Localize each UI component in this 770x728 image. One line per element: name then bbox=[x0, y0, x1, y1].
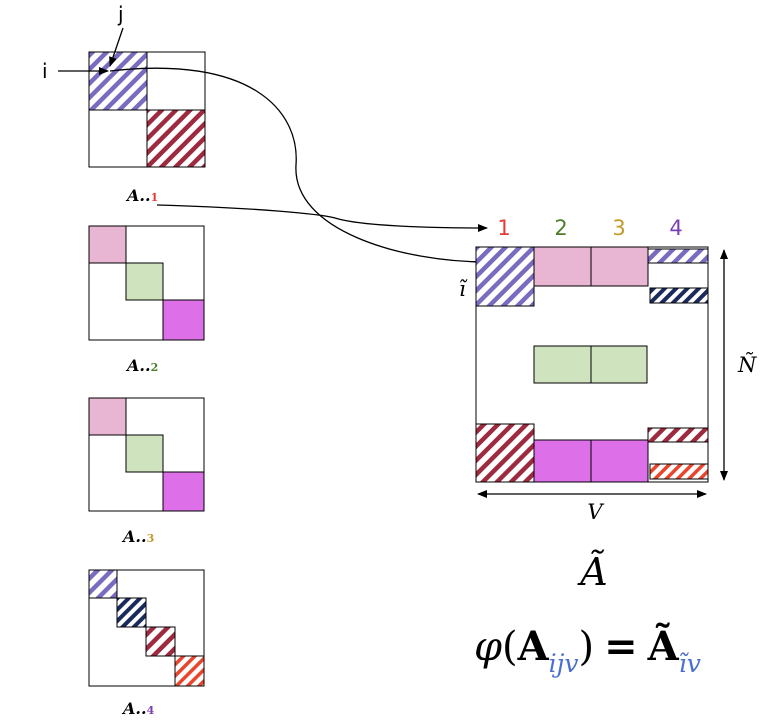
column-label-1: 1 bbox=[497, 216, 510, 240]
column-label-4: 4 bbox=[669, 216, 682, 240]
matrix-a4 bbox=[88, 569, 205, 687]
tilde-block-top-1 bbox=[475, 246, 535, 307]
matrix-a4-block-4 bbox=[174, 655, 205, 687]
formula-close: ) bbox=[579, 624, 595, 670]
matrix-a1 bbox=[88, 51, 206, 168]
tilde-block-bot-2 bbox=[533, 439, 592, 483]
tilde-block-bot-4b bbox=[649, 463, 709, 480]
formula-a: A bbox=[517, 623, 550, 670]
matrix-a4-block-3 bbox=[145, 626, 176, 657]
matrix-a3-block-2 bbox=[125, 434, 164, 473]
label-j: j bbox=[117, 2, 124, 26]
column-label-3: 3 bbox=[612, 216, 625, 240]
formula-open: ( bbox=[502, 624, 518, 670]
matrix-label-4: A..4 bbox=[121, 699, 155, 718]
matrix-a3-block-3 bbox=[162, 471, 205, 512]
label-v: V bbox=[587, 500, 604, 524]
matrix-a-tilde bbox=[475, 246, 709, 483]
tilde-block-mid-3 bbox=[590, 345, 648, 384]
column-label-2: 2 bbox=[554, 216, 567, 240]
matrix-a3 bbox=[88, 397, 205, 512]
matrix-a2 bbox=[88, 225, 205, 341]
label-i-tilde: ĩ bbox=[459, 277, 468, 301]
label-a-tilde: Ã bbox=[577, 550, 607, 594]
matrix-a3-block-1 bbox=[88, 397, 127, 436]
tilde-block-bot-1 bbox=[475, 423, 535, 483]
label-n-tilde: Ñ bbox=[737, 353, 757, 377]
curve-arrow-column bbox=[156, 204, 488, 232]
matrix-a2-block-1 bbox=[88, 225, 127, 264]
j-pointer-arrow bbox=[109, 27, 124, 67]
tilde-block-bot-4a bbox=[647, 427, 709, 443]
matrix-a2-block-3 bbox=[162, 299, 205, 341]
formula: φ(Aijv)=Ãĩv bbox=[474, 623, 701, 678]
tilde-block-top-4a bbox=[647, 248, 709, 264]
tilde-block-bot-3 bbox=[590, 439, 649, 483]
matrix-a2-block-2 bbox=[125, 262, 164, 301]
tilde-block-mid-2 bbox=[533, 345, 592, 384]
matrix-a4-block-1 bbox=[88, 569, 118, 599]
formula-eq: = bbox=[604, 623, 638, 670]
formula-sub-right: ĩv bbox=[679, 649, 701, 678]
matrix-a4-block-2 bbox=[116, 597, 147, 628]
tilde-block-top-2 bbox=[533, 246, 592, 287]
curve-arrow-element bbox=[109, 67, 489, 266]
tilde-block-top-4b bbox=[649, 287, 709, 304]
matrix-label-3: A..3 bbox=[121, 527, 154, 546]
formula-a-tilde: Ã bbox=[647, 623, 680, 670]
matrix-a1-block-1 bbox=[88, 51, 148, 111]
label-i: i bbox=[42, 59, 48, 83]
formula-sub-left: ijv bbox=[549, 649, 579, 678]
matrix-label-2: A..2 bbox=[125, 356, 158, 375]
tilde-block-top-3 bbox=[590, 246, 649, 287]
formula-phi: φ bbox=[474, 624, 502, 670]
matrix-a1-block-2 bbox=[146, 109, 206, 168]
matrix-label-1: A..1 bbox=[125, 186, 158, 205]
